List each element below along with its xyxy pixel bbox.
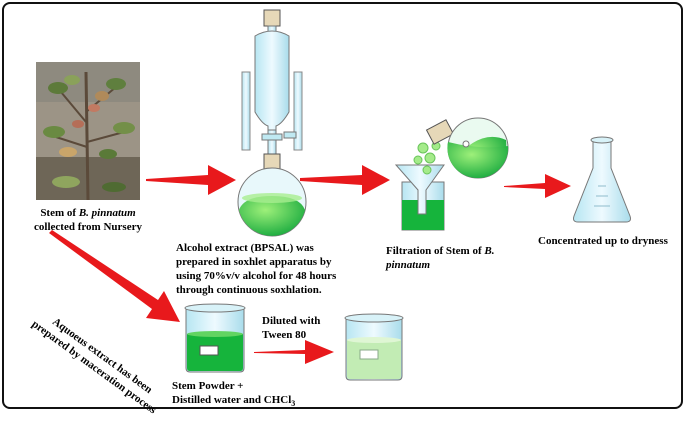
filtration-setup <box>394 117 509 231</box>
beaker-light-green <box>344 313 404 381</box>
arrow-beaker-to-diluted <box>254 340 334 364</box>
arrow-diagonal-to-beaker <box>49 230 180 322</box>
label-stem-collected: Stem of B. pinnatum collected from Nurse… <box>34 207 142 233</box>
arrow-photo-to-soxhlet <box>146 165 236 195</box>
diagram-artwork <box>49 9 631 381</box>
plant-photo <box>36 62 140 200</box>
label-diluted: Diluted with Tween 80 <box>262 315 321 341</box>
soxhlet-apparatus <box>237 9 307 237</box>
label-stem-powder: Stem Powder + Distilled water and CHCl3 <box>172 380 296 409</box>
arrow-filter-to-flask <box>504 174 571 198</box>
diagram-canvas: Stem of B. pinnatum collected from Nurse… <box>2 2 683 416</box>
label-filtration: Filtration of Stem of B. pinnatum <box>386 245 495 271</box>
beaker-green <box>184 303 246 373</box>
label-concentrated: Concentrated up to dryness <box>538 235 668 247</box>
conical-flask <box>573 136 631 223</box>
species-name: B. pinnatum <box>78 207 136 219</box>
arrow-soxhlet-to-filter <box>300 165 390 195</box>
label-alcohol-extract: Alcohol extract (BPSAL) was prepared in … <box>176 242 337 296</box>
